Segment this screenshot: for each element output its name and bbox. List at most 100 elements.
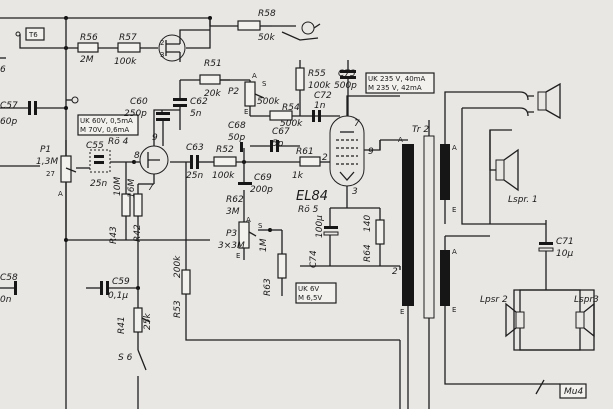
- el84-name: EL84: [296, 189, 328, 204]
- r62-name: R62: [226, 195, 244, 205]
- r54-name: R54: [282, 103, 300, 113]
- r41-value: 25k: [143, 313, 153, 330]
- cathode-uk: UK 6V: [298, 285, 319, 293]
- c62-value: 5n: [190, 109, 202, 119]
- p3-name: P3: [226, 229, 237, 239]
- c55-value: 25n: [90, 179, 107, 189]
- tube-ro4: Rö 4 9 8 7: [108, 133, 169, 193]
- c60-value: 250p: [124, 109, 147, 119]
- capacitor-c71: C71 10µ: [538, 220, 574, 290]
- r51-name: R51: [204, 59, 222, 69]
- p1-name: P1: [40, 145, 51, 155]
- pin-label-tE2: E: [452, 206, 456, 214]
- potentiometer-p3: P3 3×3M A S E: [218, 190, 263, 260]
- c67-name: C67: [272, 127, 290, 137]
- r54-value: 500k: [280, 119, 303, 129]
- lspr3-label: Lspr3: [574, 295, 599, 305]
- resistor-r64: R64 140: [363, 208, 385, 266]
- resistor-r62: R62 3M: [226, 195, 244, 217]
- resistor-r42: R42 16M: [127, 179, 154, 290]
- potentiometer-p1: P1 1,3M 27 A: [36, 140, 77, 200]
- speaker-lspr2: Lpsr 2: [480, 295, 525, 338]
- c58-name: C58: [0, 273, 18, 283]
- svg-text:2: 2: [160, 39, 164, 47]
- c72-value: 1n: [314, 101, 326, 111]
- switch-s6: S 6: [118, 349, 147, 409]
- pin-label-tA1: A: [398, 136, 403, 144]
- capacitor-c72: C72 1n: [312, 91, 332, 122]
- resistor-r53: R53 200k: [173, 162, 400, 341]
- r61-name: R61: [296, 147, 314, 157]
- el84-m: M 235 V, 42mA: [368, 84, 422, 92]
- pin-label-sE1: E: [236, 252, 240, 260]
- r41-name: R41: [117, 316, 127, 334]
- r52-value: 100k: [212, 171, 235, 181]
- cathode-voltage-note: UK 6V M 6,5V: [295, 282, 337, 304]
- el84-ref: Rö 5: [298, 205, 319, 215]
- c63-value: 25n: [186, 171, 203, 181]
- tag-mu4: Mu4: [535, 379, 587, 399]
- capacitor-c55: C55 25n: [76, 141, 111, 189]
- pin-label-sA2: A: [252, 72, 257, 80]
- r64-value: 140: [363, 215, 373, 232]
- speaker-icon: [537, 82, 561, 120]
- transistor-icon: 2 3: [158, 29, 210, 62]
- el84-voltage-note: UK 235 V, 40mA M 235 V, 42mA: [365, 72, 435, 94]
- pin-label-tE1: E: [400, 308, 404, 316]
- pin-label-p9a: 9: [152, 133, 158, 143]
- resistor-r56: R56 2M: [77, 33, 99, 65]
- r43-value: 10M: [113, 177, 123, 196]
- mu4-label: Mu4: [564, 387, 583, 397]
- r61-value: 1k: [292, 171, 304, 181]
- pin-label-p7b: 7: [354, 119, 360, 129]
- pin-label-p7a: 7: [148, 183, 154, 193]
- capacitor-c59: C59 0,1µ: [86, 277, 138, 301]
- resistor-r63: R63 1M: [259, 230, 287, 296]
- c67-value: 5p: [272, 139, 284, 149]
- c72-name: C72: [314, 91, 332, 101]
- r43-name: R43: [109, 226, 119, 244]
- r53-name: R53: [173, 300, 183, 318]
- c73-name: C73: [338, 69, 356, 79]
- c55-name: C55: [86, 141, 104, 151]
- c59-name: C59: [112, 277, 130, 287]
- potentiometer-p2: P2 500k A S E: [228, 72, 280, 116]
- ro4-uk: UK 60V, 0,5mA: [80, 117, 133, 125]
- p1-value: 1,3M: [36, 157, 58, 167]
- p2-value: 500k: [257, 97, 280, 107]
- c58-value: 0n: [0, 295, 12, 305]
- p3-value: 3×3M: [218, 241, 245, 251]
- p1-extra: 27: [46, 170, 55, 178]
- r63-name: R63: [263, 278, 273, 296]
- capacitor-c69: C69 200p: [238, 162, 273, 195]
- t6-label: T6: [28, 31, 38, 39]
- capacitor-c60: C60 250p: [124, 97, 170, 146]
- c62-name: C62: [190, 97, 208, 107]
- ro4-m: M 70V, 0,6mA: [80, 126, 129, 134]
- resistor-r41: R41 25k: [117, 288, 153, 350]
- svg-text:3: 3: [160, 51, 164, 59]
- tr2-name: Tr 2: [412, 125, 429, 135]
- capacitor-c58: C58 0n: [0, 273, 18, 305]
- speaker-lspr1: Lspr. 1: [489, 130, 538, 205]
- resistor-r61: R61 1k: [292, 147, 321, 181]
- resistor-r58: R58 50k: [237, 9, 276, 43]
- pin-label-6: 6: [0, 65, 6, 75]
- pin-label-tE3: E: [452, 306, 456, 314]
- capacitor-c67: C67 5p: [250, 127, 300, 152]
- c69-name: C69: [254, 173, 272, 183]
- resistor-r55: R55 100k: [295, 60, 331, 116]
- r55-value: 100k: [308, 81, 331, 91]
- pin-label-tA3: A: [452, 248, 457, 256]
- c57-name: C57: [0, 101, 18, 111]
- r42-value: 16M: [127, 179, 137, 198]
- c68-value: 50p: [228, 133, 245, 143]
- svg-text:2: 2: [392, 267, 398, 277]
- lspr2-label: Lpsr 2: [480, 295, 508, 305]
- c59-value: 0,1µ: [108, 291, 128, 301]
- ro4-voltage-note: UK 60V, 0,5mA M 70V, 0,6mA: [77, 114, 139, 136]
- c60-name: C60: [130, 97, 148, 107]
- pin-label-sS2: S: [262, 80, 267, 88]
- c57-value: 60p: [0, 117, 17, 127]
- capacitor-c62: C62 5n: [173, 80, 208, 130]
